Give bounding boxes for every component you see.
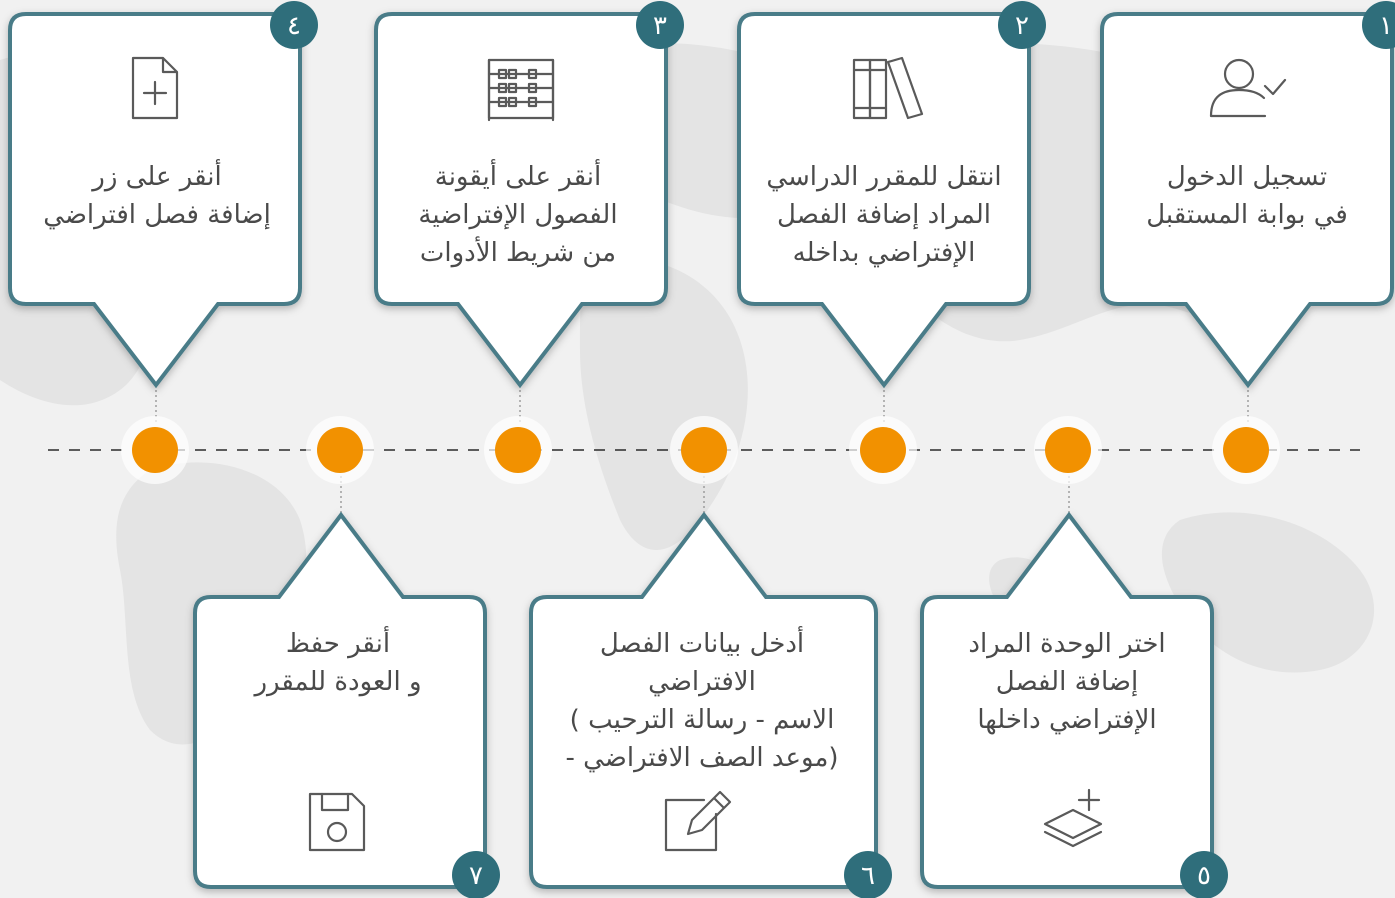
abacus-icon [487,58,555,122]
user-check-icon [1209,58,1287,118]
step-description: أنقر على أيقونة الفصول الإفتراضية من شريط … [381,158,655,272]
step-number: ٤ [287,11,301,41]
step-number: ١ [1379,11,1393,41]
step-description-line: الافتراضي [648,667,756,697]
layers-add-icon [1043,788,1103,848]
step-description-line: إضافة فصل افتراضي [43,200,271,230]
step-description-line: أدخل بيانات الفصل [599,629,805,659]
step-description-line: الاسم - رسالة الترحيب ) [569,705,835,735]
step-description-line: أنقر على زر [92,162,222,192]
step-description-line: أنقر حفظ [285,629,391,659]
step-description: انتقل للمقرر الدراسي المراد إضافة الفصل ال… [747,158,1021,272]
step-number-badge [998,1,1046,49]
step-description: أنقر حفظ و العودة للمقرر [201,625,475,701]
step-number-badge [844,851,892,898]
step-number-badge [636,1,684,49]
timeline-dot [860,427,906,473]
step-number: ٣ [653,11,667,41]
step-number-badge [452,851,500,898]
step-number: ٢ [1015,11,1029,41]
step-description-line: الفصول الإفتراضية [418,200,618,230]
step-description-line: المراد إضافة الفصل [777,200,991,230]
step-description-line: الإفتراضي بداخله [792,238,976,268]
edit-icon [664,790,732,852]
step-description: تسجيل الدخول في بوابة المستقبل [1110,158,1384,234]
file-add-icon [131,56,179,120]
step-number-badge [270,1,318,49]
timeline-dot [495,427,541,473]
step-description-line: أنقر على أيقونة [434,162,602,192]
timeline-dot [132,427,178,473]
step-description-line: إضافة الفصل [995,667,1139,697]
step-number: ٦ [861,861,875,891]
step-number: ٧ [469,861,483,891]
save-icon [308,792,366,852]
step-description-line: الإفتراضي داخلها [977,705,1157,735]
books-icon [852,56,924,120]
step-number-badge [1180,851,1228,898]
step-description-line: تسجيل الدخول [1166,162,1328,192]
step-description-line: في بوابة المستقبل [1146,200,1348,230]
timeline-dot [1223,427,1269,473]
timeline-dot [681,427,727,473]
step-description-line: انتقل للمقرر الدراسي [766,162,1002,192]
step-description: أنقر على زر إضافة فصل افتراضي [20,158,294,234]
step-description-line: اختر الوحدة المراد [968,629,1166,659]
timeline-dot [1045,427,1091,473]
step-description-line: (موعد الصف الافتراضي - [565,743,839,773]
step-description: اختر الوحدة المراد إضافة الفصل الإفتراضي د… [930,625,1204,739]
step-description: أدخل بيانات الفصل الافتراضي الاسم - رسالة … [538,625,867,777]
timeline-dot [317,427,363,473]
step-number-badge [1362,1,1395,49]
step-number: ٥ [1197,861,1211,891]
step-description-line: من شريط الأدوات [419,238,617,268]
step-description-line: و العودة للمقرر [254,667,422,697]
